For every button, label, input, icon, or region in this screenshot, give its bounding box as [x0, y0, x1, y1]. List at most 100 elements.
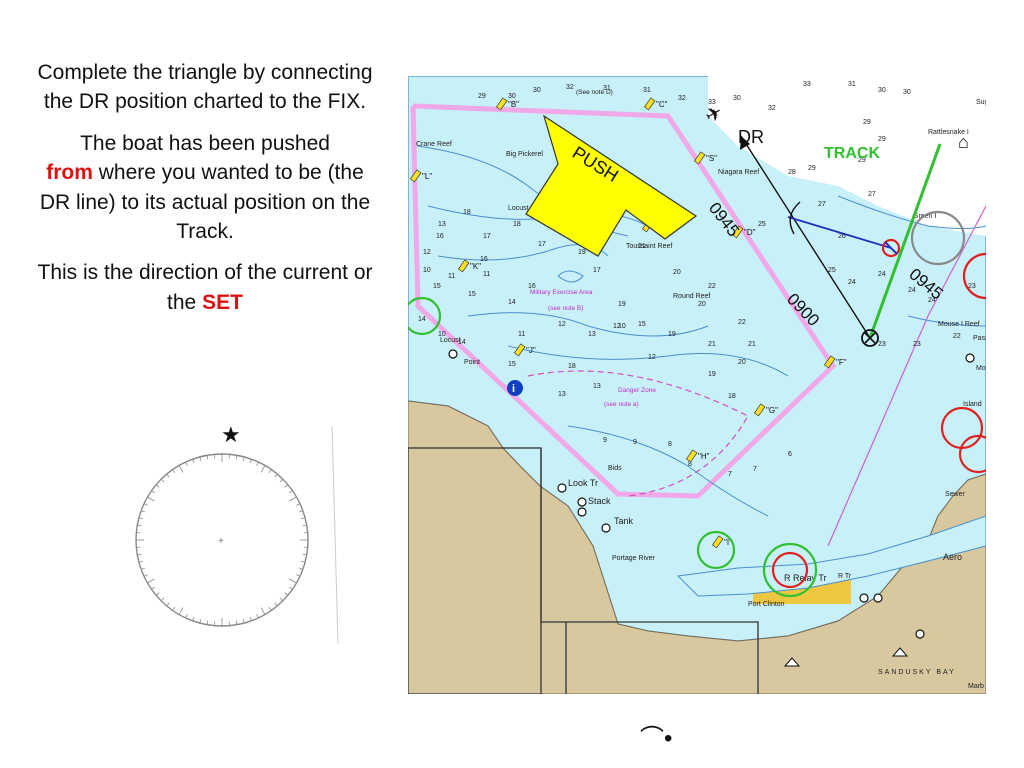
compass-tick [151, 586, 156, 590]
depth-sounding: 18 [568, 363, 576, 370]
compass-tick [199, 619, 202, 624]
compass-tick [279, 478, 284, 483]
depth-sounding: 27 [868, 191, 876, 198]
depth-sounding: 29 [858, 157, 866, 164]
depth-sounding: 17 [538, 241, 546, 248]
compass-rose: ★ + [135, 422, 339, 645]
depth-sounding: 15 [508, 361, 516, 368]
depth-sounding: 24 [848, 279, 856, 286]
dr-arrowhead-icon [740, 136, 750, 150]
compass-tick [249, 459, 252, 464]
place-label: Mouse I Reef [938, 321, 980, 328]
compass-tick [147, 496, 155, 502]
depth-sounding: 29 [478, 93, 486, 100]
fix-cross-icon [884, 241, 898, 255]
instruction-set-start: This is the direction of the current or … [37, 261, 373, 314]
buoy-icon [732, 225, 744, 239]
buoy-icon [712, 535, 724, 549]
depth-sounding: 13 [558, 391, 566, 398]
depth-sounding: 10 [438, 331, 446, 338]
depth-sounding: 12 [558, 321, 566, 328]
buoy-icon [694, 151, 706, 165]
compass-tick [288, 586, 293, 590]
track-line[interactable] [868, 143, 942, 339]
danger-zone-boundary [527, 370, 749, 497]
depth-sounding: 11 [483, 271, 490, 278]
place-label: Niagara Reef [718, 169, 759, 176]
compass-tick [206, 620, 209, 625]
compass-tick [166, 602, 170, 607]
compass-tick [137, 553, 142, 556]
depth-sounding: 21 [708, 341, 716, 348]
depth-sounding: 30 [733, 95, 741, 102]
instruction-set-word: SET [202, 290, 243, 314]
compass-tick [284, 592, 289, 596]
deep-water-ne [708, 76, 986, 236]
light-ring-icon [696, 530, 736, 570]
depth-sounding: 17 [483, 233, 491, 240]
depth-sounding: 25 [828, 267, 836, 274]
instructions-panel: Complete the triangle by connecting the … [30, 58, 380, 329]
depth-sounding: 22 [953, 333, 961, 340]
depth-sounding: 15 [433, 283, 441, 290]
compass-tick [249, 616, 252, 621]
depth-sounding: 10 [423, 267, 431, 274]
depth-sounding: 24 [908, 287, 916, 294]
contour-9 [557, 270, 584, 283]
depth-sounding: 21 [748, 341, 756, 348]
depth-sounding: 14 [458, 339, 466, 346]
pink-route-line-1 [827, 315, 929, 547]
depth-sounding: 9 [633, 439, 637, 446]
compass-tick [138, 517, 143, 520]
landmark-icon [859, 593, 869, 603]
compass-tick [268, 469, 272, 474]
light-ring-icon [958, 434, 986, 474]
place-label: Toussaint Reef [626, 243, 672, 250]
compass-tick [160, 478, 165, 483]
buoy-icon [458, 259, 470, 273]
buoy-label: "J" [526, 346, 536, 355]
contour-7 [837, 195, 986, 229]
compass-center-icon: + [218, 536, 224, 547]
depth-sounding: 12 [613, 323, 621, 330]
place-label: Crane Reef [416, 141, 452, 148]
depth-sounding: 26 [838, 233, 846, 240]
depth-sounding: 19 [618, 301, 626, 308]
compass-tick [235, 455, 238, 460]
depth-sounding: 30 [508, 93, 516, 100]
sandusky-bay-water [676, 515, 986, 597]
compass-tick [137, 524, 142, 527]
compass-tick [155, 484, 160, 488]
info-icon[interactable] [507, 380, 523, 396]
compass-tick [288, 490, 293, 494]
compass-tick [274, 473, 278, 478]
compass-tick [298, 567, 303, 570]
dr-course-line[interactable] [740, 135, 871, 339]
place-label: Locust [440, 337, 461, 344]
contour-4 [467, 312, 709, 337]
depth-sounding: 20 [738, 359, 746, 366]
depth-sounding: 30 [878, 87, 886, 94]
lighthouse-icon: ⌂ [958, 132, 969, 152]
depth-sounding: 32 [566, 84, 574, 91]
landmark-icon [873, 593, 883, 603]
start-fix-icon[interactable] [861, 329, 879, 347]
set-current-line[interactable] [787, 216, 892, 249]
place-label: Island [963, 401, 982, 408]
depth-sounding: 9 [603, 437, 607, 444]
depth-sounding: 30 [533, 87, 541, 94]
fix-circle-icon[interactable] [881, 238, 901, 258]
push-arrow-icon [525, 114, 698, 257]
depth-sounding: 21 [638, 243, 646, 250]
start-fix-cross-icon [863, 331, 877, 345]
depth-sounding: 28 [788, 169, 796, 176]
compass-tick [143, 574, 148, 577]
depth-sounding: 19 [708, 371, 716, 378]
land-block-edge [540, 448, 567, 694]
compass-tick [178, 465, 184, 473]
landmarks [448, 349, 975, 639]
contour-8 [907, 315, 986, 327]
buoy-icon [514, 343, 526, 357]
